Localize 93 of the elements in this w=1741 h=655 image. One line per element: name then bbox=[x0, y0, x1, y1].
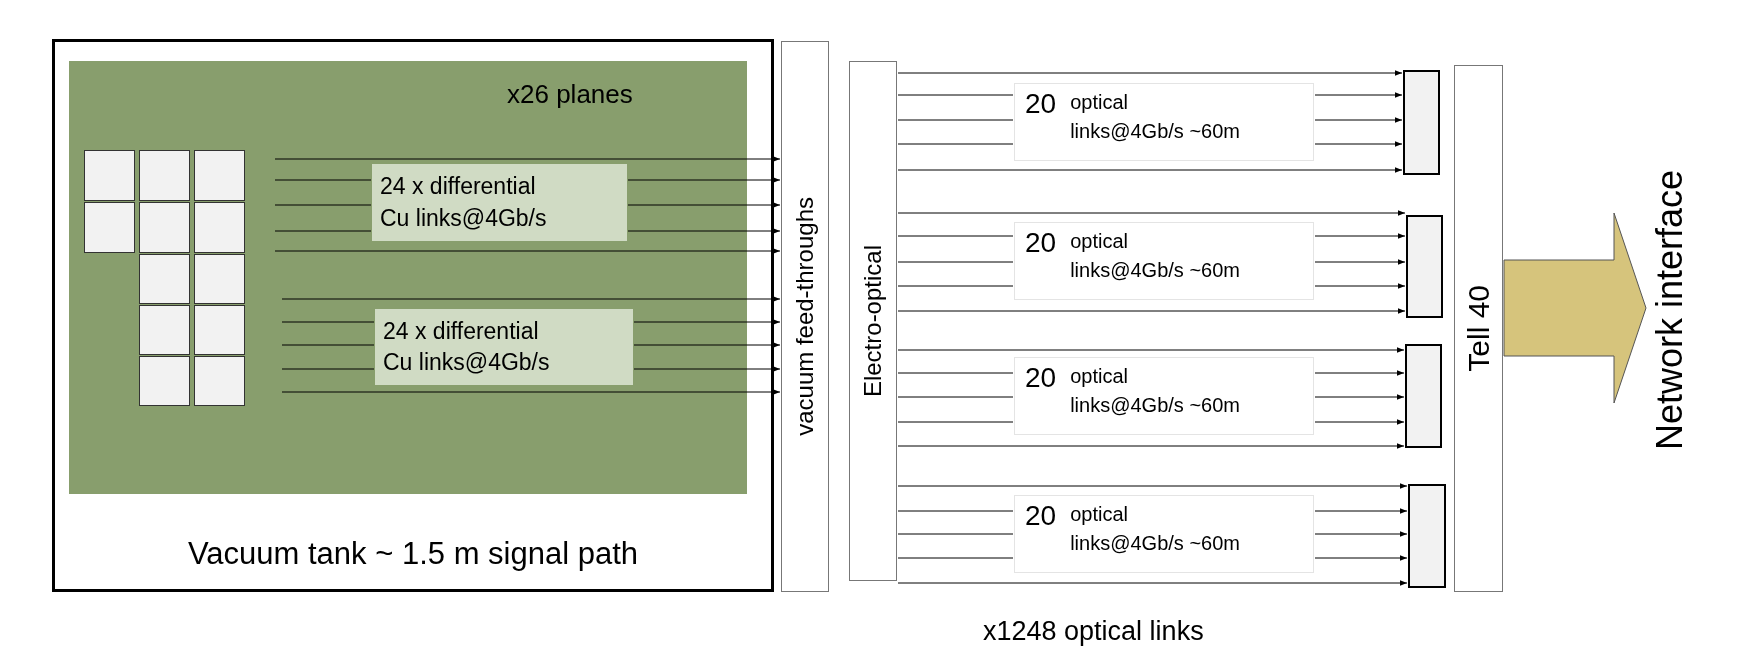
arrow bbox=[1314, 117, 1403, 123]
arrow bbox=[1314, 394, 1405, 400]
connector-line bbox=[897, 510, 1014, 512]
sensor-square bbox=[139, 150, 190, 201]
arrow bbox=[1314, 508, 1408, 514]
sensor-square bbox=[194, 150, 245, 201]
link-count: 20 bbox=[1025, 90, 1057, 118]
link-description: optical links@4Gb/s ~60m bbox=[1070, 502, 1241, 556]
arrow bbox=[897, 70, 1403, 76]
arrow bbox=[633, 366, 781, 372]
arrow bbox=[1314, 419, 1405, 425]
arrow bbox=[1314, 555, 1408, 561]
sensor-square bbox=[139, 202, 190, 253]
connector-line bbox=[897, 285, 1014, 287]
connector-line bbox=[274, 179, 372, 181]
sensor-square bbox=[84, 202, 135, 253]
sensor-square bbox=[194, 305, 245, 355]
connector-line bbox=[897, 261, 1014, 263]
vertical-label: Electro-optical bbox=[861, 244, 885, 398]
link-description: 24 x differential Cu links@4Gb/s bbox=[383, 316, 551, 377]
arrow bbox=[1314, 141, 1403, 147]
sensor-square bbox=[139, 254, 190, 304]
connector-line bbox=[897, 421, 1014, 423]
connector-line bbox=[897, 372, 1014, 374]
arrow bbox=[1314, 283, 1406, 289]
receiver-card bbox=[1406, 215, 1443, 318]
link-description: optical links@4Gb/s ~60m bbox=[1070, 364, 1241, 418]
link-label-box bbox=[372, 164, 627, 241]
arrow bbox=[1314, 370, 1405, 376]
connector-line bbox=[897, 533, 1014, 535]
link-count: 20 bbox=[1025, 229, 1057, 257]
link-description: 24 x differential Cu links@4Gb/s bbox=[380, 172, 548, 233]
arrow bbox=[897, 347, 1405, 353]
arrow bbox=[633, 342, 781, 348]
connector-line bbox=[281, 344, 375, 346]
connector-line bbox=[274, 204, 372, 206]
plane-count-text: x26 planes bbox=[507, 81, 633, 107]
connector-line bbox=[897, 557, 1014, 559]
optical-link-box bbox=[1014, 83, 1314, 161]
link-count: 20 bbox=[1025, 364, 1057, 392]
arrow bbox=[281, 296, 781, 302]
arrow bbox=[1314, 259, 1406, 265]
arrow bbox=[627, 177, 781, 183]
arrow bbox=[897, 210, 1406, 216]
vertical-label: vacuum feed-throughs bbox=[793, 197, 817, 436]
connector-line bbox=[281, 368, 375, 370]
arrow bbox=[1314, 92, 1403, 98]
arrow bbox=[274, 156, 781, 162]
sensor-square bbox=[194, 254, 245, 304]
sensor-square bbox=[194, 356, 245, 406]
detector-plane-area bbox=[69, 61, 747, 494]
arrow bbox=[897, 167, 1403, 173]
arrow bbox=[281, 389, 781, 395]
connector-line bbox=[281, 321, 375, 323]
link-description: optical links@4Gb/s ~60m bbox=[1070, 90, 1241, 144]
vacuum-tank-box bbox=[52, 39, 774, 592]
arrow bbox=[627, 202, 781, 208]
arrow bbox=[897, 483, 1408, 489]
readout-board bbox=[1454, 65, 1503, 592]
optical-link-box bbox=[1014, 222, 1314, 300]
arrow bbox=[274, 248, 781, 254]
arrow bbox=[897, 443, 1405, 449]
connector-line bbox=[897, 235, 1014, 237]
sensor-square bbox=[194, 202, 245, 253]
arrow bbox=[897, 308, 1406, 314]
receiver-card bbox=[1408, 484, 1446, 588]
link-label-box bbox=[375, 309, 633, 385]
arrow bbox=[1314, 531, 1408, 537]
optical-link-box bbox=[1014, 495, 1314, 573]
sensor-square bbox=[84, 150, 135, 201]
block-arrow bbox=[1503, 212, 1647, 404]
connector-line bbox=[274, 230, 372, 232]
vertical-label: Tell 40 bbox=[1463, 285, 1494, 372]
receiver-card bbox=[1403, 70, 1440, 175]
receiver-card bbox=[1405, 344, 1442, 448]
connector-line bbox=[897, 119, 1014, 121]
link-total-text: x1248 optical links bbox=[983, 618, 1204, 645]
arrow bbox=[633, 319, 781, 325]
sensor-square bbox=[139, 305, 190, 355]
vertical-label: Network interface bbox=[1652, 169, 1688, 451]
module-panel bbox=[849, 61, 897, 581]
link-count: 20 bbox=[1025, 502, 1057, 530]
arrow bbox=[897, 580, 1408, 586]
arrow bbox=[627, 228, 781, 234]
connector-line bbox=[897, 94, 1014, 96]
tank-caption: Vacuum tank ~ 1.5 m signal path bbox=[188, 538, 638, 569]
link-description: optical links@4Gb/s ~60m bbox=[1070, 229, 1241, 283]
module-panel bbox=[781, 41, 829, 592]
sensor-square bbox=[139, 356, 190, 406]
connector-line bbox=[897, 396, 1014, 398]
arrow bbox=[1314, 233, 1406, 239]
optical-link-box bbox=[1014, 357, 1314, 435]
connector-line bbox=[897, 143, 1014, 145]
